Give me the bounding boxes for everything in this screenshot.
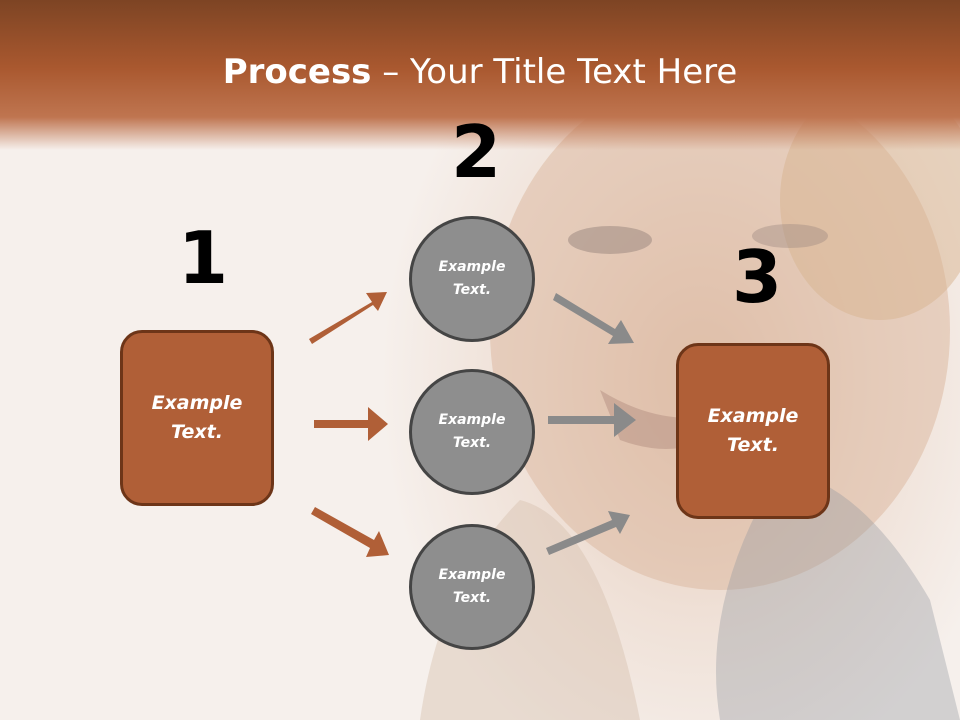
circle-step-bottom: Example Text. <box>409 524 535 650</box>
arrow-orange-down <box>311 507 389 557</box>
arrow-gray-down <box>553 293 634 344</box>
arrow-orange-up <box>309 292 387 344</box>
left-step-text: Example Text. <box>151 392 243 443</box>
title-bold: Process <box>222 52 372 92</box>
circle-middle-text: Example Text. <box>438 412 506 451</box>
left-step-box: Example Text. <box>120 330 274 506</box>
step-number-2: 2 <box>451 110 502 194</box>
circle-step-top: Example Text. <box>409 216 535 342</box>
step-number-3: 3 <box>732 235 783 319</box>
circle-step-middle: Example Text. <box>409 369 535 495</box>
slide-title: Process – Your Title Text Here <box>0 52 960 92</box>
arrow-gray-straight <box>548 403 636 437</box>
title-rest: – Your Title Text Here <box>371 52 738 92</box>
arrow-gray-up <box>546 511 630 555</box>
circle-top-text: Example Text. <box>438 259 506 298</box>
right-step-box: Example Text. <box>676 343 830 519</box>
right-step-text: Example Text. <box>707 405 799 456</box>
circle-bottom-text: Example Text. <box>438 567 506 606</box>
step-number-1: 1 <box>178 216 229 300</box>
arrow-orange-straight <box>314 407 388 441</box>
header-band <box>0 0 960 150</box>
